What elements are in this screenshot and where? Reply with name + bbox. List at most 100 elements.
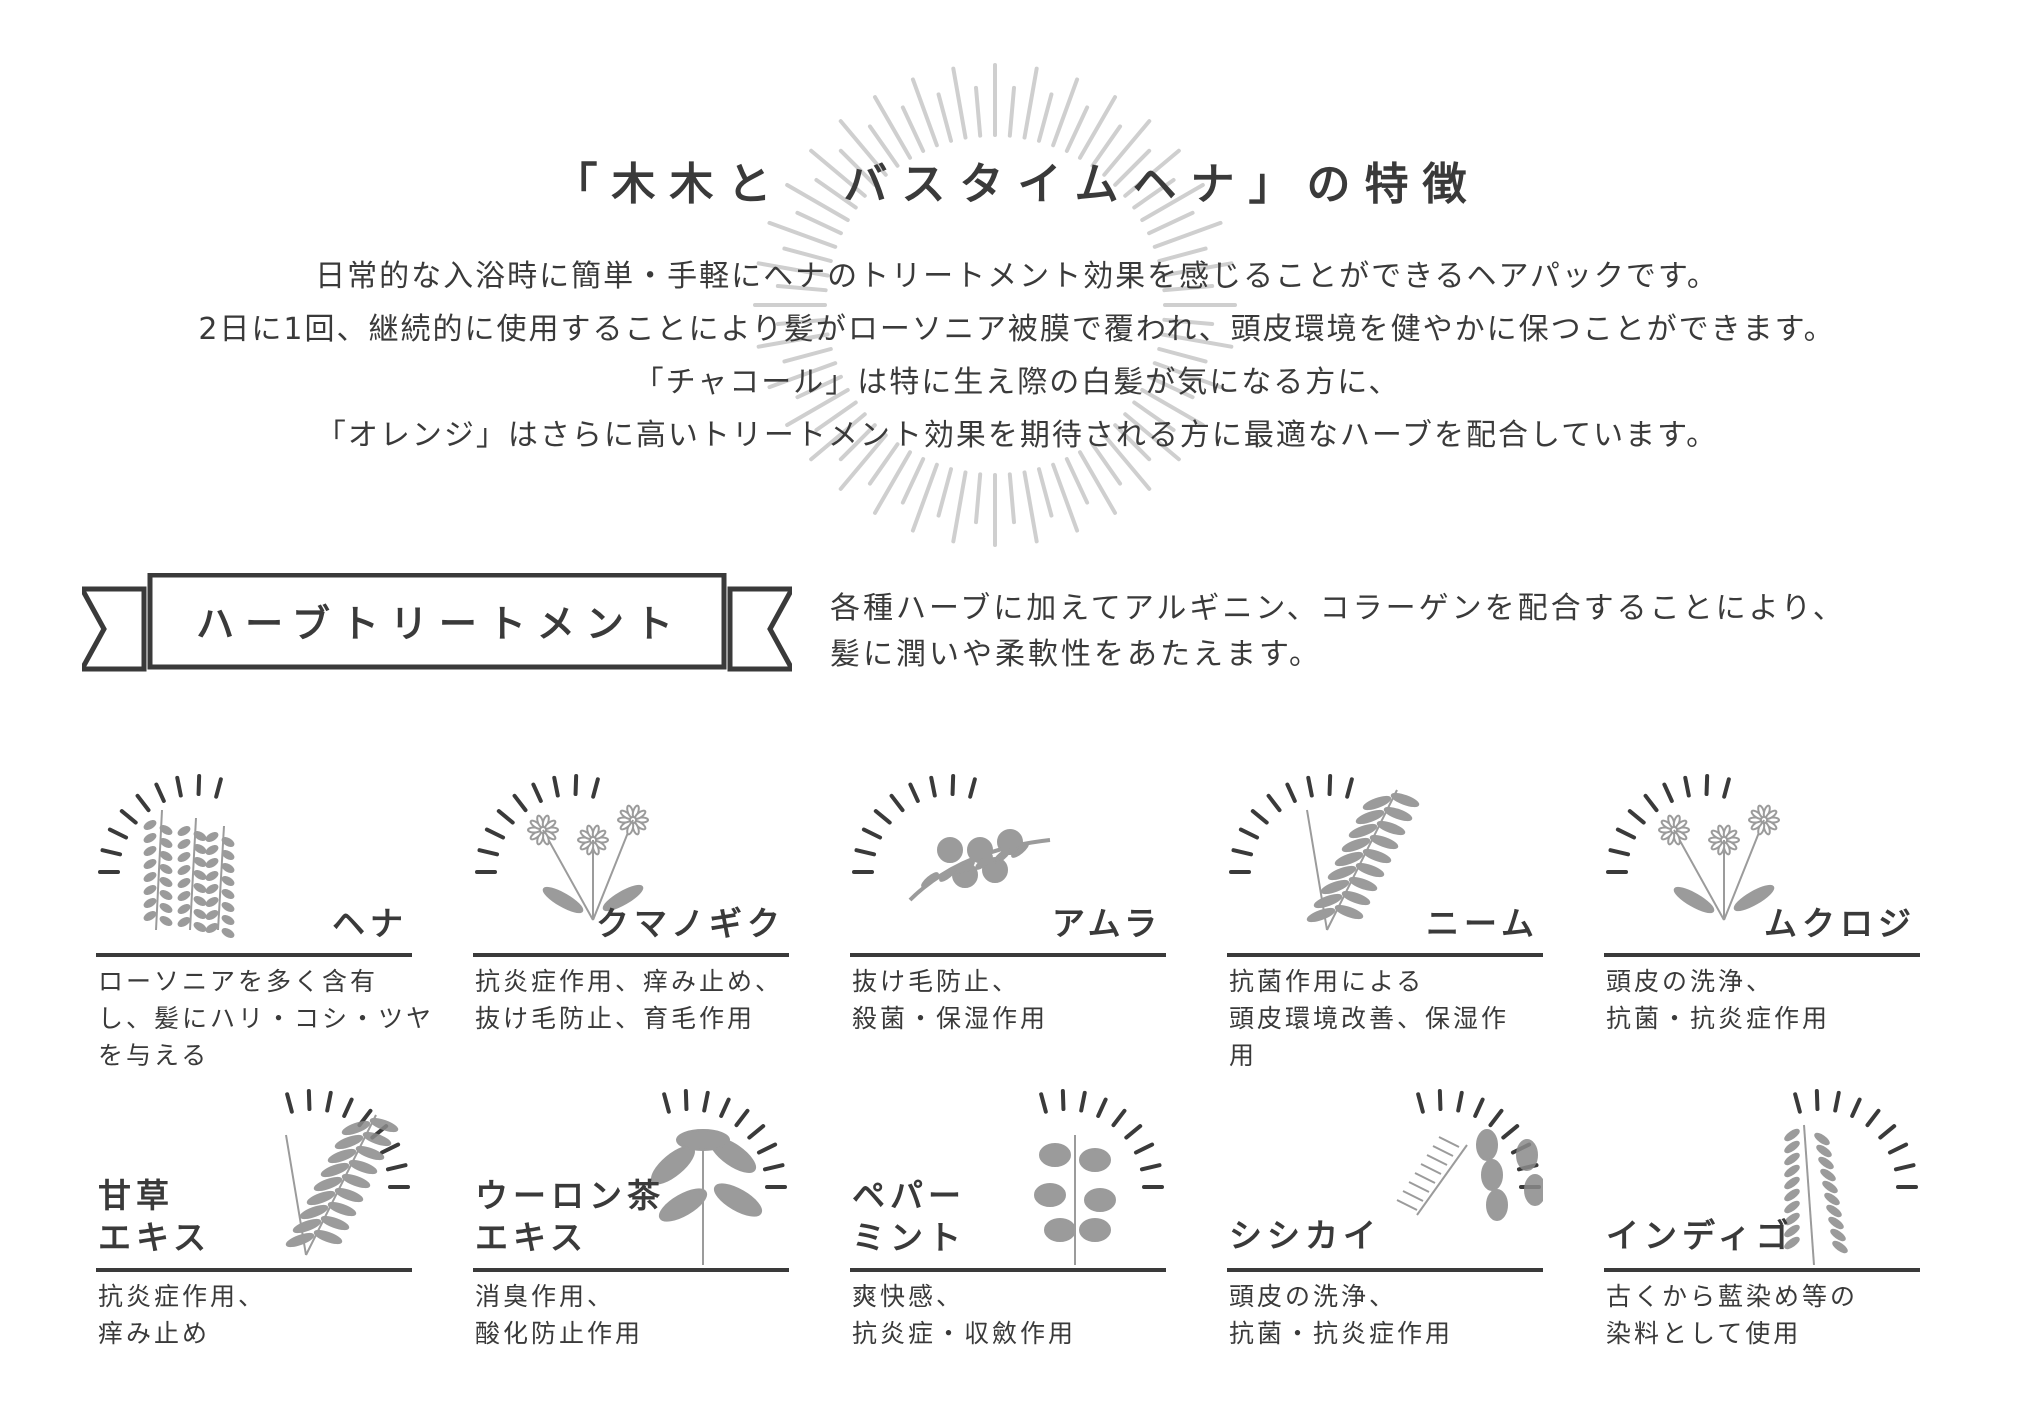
herb-description-line: 頭皮の洗浄、: [1606, 967, 1775, 996]
divider: [1227, 1268, 1543, 1272]
sunburst-rays: [98, 774, 223, 874]
intro-line: 「オレンジ」はさらに高いトリートメント効果を期待される方に最適なハーブを配合して…: [315, 418, 1719, 453]
divider: [1604, 1268, 1920, 1272]
herb-name: アムラ: [1051, 904, 1162, 943]
henna-plant-icon: [98, 774, 235, 938]
ribbon-banner: [82, 573, 792, 672]
indigo-plant-icon: [1784, 1089, 1918, 1265]
herb-description: 頭皮の洗浄、 抗菌・抗炎症作用: [1606, 963, 1922, 1037]
herb-name: インディゴ: [1606, 1215, 1794, 1257]
herb-name: シシカイ: [1229, 1215, 1381, 1257]
herb-name-line: 甘草: [98, 1176, 174, 1215]
intro-line: 日常的な入浴時に簡単・手軽にヘナのトリートメント効果を感じることができるヘアパッ…: [315, 259, 1719, 294]
sunburst-rays: [285, 1089, 410, 1189]
section-heading: ハーブトリートメント: [196, 601, 684, 646]
herb-description: 抗炎症作用、痒み止め、 抜け毛防止、育毛作用: [475, 963, 791, 1037]
herb-description-line: 抜け毛防止、: [852, 967, 1021, 996]
plant-sketch: [908, 829, 1051, 902]
plant-sketch: [1396, 1129, 1543, 1221]
herb-name: ウーロン茶 エキス: [475, 1175, 665, 1259]
herb-description: ローソニアを多く含有 し、髪にハリ・コシ・ツヤ を与える: [98, 963, 435, 1074]
plant-sketch: [1034, 1135, 1116, 1265]
herb-description-line: 抗炎症・収斂作用: [852, 1319, 1077, 1348]
herb-name-line: ウーロン茶: [475, 1176, 665, 1215]
sunburst-rays: [852, 774, 977, 874]
section-description-line: 髪に潤いや柔軟性をあたえます。: [830, 637, 1322, 672]
divider: [473, 953, 789, 957]
section-description: 各種ハーブに加えてアルギニン、コラーゲンを配合することにより、 髪に潤いや柔軟性…: [830, 586, 1846, 678]
divider: [1604, 953, 1920, 957]
plant-sketch: [1658, 804, 1780, 921]
herb-name: クマノギク: [595, 904, 785, 943]
sunburst-rays: [475, 774, 600, 874]
herb-description-line: 痒み止め: [98, 1319, 211, 1348]
herb-name-line: ミント: [852, 1218, 966, 1257]
herb-description-line: ローソニアを多く含有: [98, 967, 379, 996]
herb-description: 抗炎症作用、 痒み止め: [98, 1278, 414, 1352]
plant-sketch: [527, 804, 649, 921]
herb-name: ヘナ: [332, 904, 408, 943]
amla-fruit-icon: [852, 774, 1051, 902]
herb-description-line: 酸化防止作用: [475, 1319, 644, 1348]
herb-name: 甘草 エキス: [98, 1175, 211, 1259]
sunburst-rays: [1229, 774, 1354, 874]
sunburst-decoration: [753, 63, 1237, 547]
herb-description: 消臭作用、 酸化防止作用: [475, 1278, 791, 1352]
plant-sketch: [651, 1129, 763, 1265]
licorice-icon: [285, 1089, 410, 1256]
herb-description-line: 抗菌・抗炎症作用: [1229, 1319, 1454, 1348]
herb-description-line: 消臭作用、: [475, 1282, 616, 1311]
plant-sketch: [1784, 1124, 1848, 1265]
herb-description-line: 古くから藍染め等の: [1606, 1282, 1859, 1311]
herb-name: ペパー ミント: [852, 1175, 966, 1259]
herb-description-line: 抗菌・抗炎症作用: [1606, 1004, 1831, 1033]
divider: [473, 1268, 789, 1272]
neem-leaf-icon: [1229, 774, 1420, 931]
divider: [1227, 953, 1543, 957]
herb-name-line: シシカイ: [1229, 1216, 1381, 1255]
herb-name: ムクロジ: [1764, 904, 1916, 943]
herb-description-line: 爽快感、: [852, 1282, 965, 1311]
herb-description-line: 抜け毛防止、育毛作用: [475, 1004, 756, 1033]
herb-name: ニーム: [1425, 904, 1539, 943]
herb-description: 抗菌作用による 頭皮環境改善、保湿作 用: [1229, 963, 1545, 1074]
herb-description-line: 用: [1229, 1041, 1258, 1070]
herb-description: 爽快感、 抗炎症・収斂作用: [852, 1278, 1168, 1352]
section-description-line: 各種ハーブに加えてアルギニン、コラーゲンを配合することにより、: [830, 591, 1846, 626]
intro-line: 2日に1回、継続的に使用することにより髪がローソニア被膜で覆われ、頭皮環境を健や…: [198, 312, 1836, 347]
plant-sketch: [143, 809, 235, 938]
herb-description: 抜け毛防止、 殺菌・保湿作用: [852, 963, 1168, 1037]
herb-description-line: 抗菌作用による: [1229, 967, 1425, 996]
divider: [96, 953, 412, 957]
herb-name-line: エキス: [475, 1218, 589, 1257]
divider: [96, 1268, 412, 1272]
sunburst-rays: [1606, 774, 1731, 874]
herb-description-line: 染料として使用: [1606, 1319, 1802, 1348]
herb-description-line: 抗炎症作用、: [98, 1282, 267, 1311]
soapberry-icon: [1606, 774, 1780, 921]
sunburst-rays: [1039, 1089, 1164, 1189]
herb-description-line: し、髪にハリ・コシ・ツヤ: [98, 1004, 435, 1033]
herb-description-line: 殺菌・保湿作用: [852, 1004, 1049, 1033]
tea-leaf-icon: [651, 1089, 787, 1265]
divider: [850, 953, 1166, 957]
divider: [850, 1268, 1166, 1272]
herb-description: 頭皮の洗浄、 抗菌・抗炎症作用: [1229, 1278, 1545, 1352]
herb-description-line: 頭皮の洗浄、: [1229, 1282, 1398, 1311]
shikakai-pod-icon: [1396, 1089, 1543, 1221]
sunburst-rays: [662, 1089, 787, 1189]
herb-description-line: を与える: [98, 1041, 210, 1070]
herb-description-line: 抗炎症作用、痒み止め、: [475, 967, 784, 996]
herb-name-line: インディゴ: [1606, 1216, 1794, 1255]
daisy-icon: [475, 774, 649, 921]
peppermint-icon: [1034, 1089, 1164, 1265]
intro-line: 「チャコール」は特に生え際の白髪が気になる方に、: [633, 365, 1401, 400]
plant-sketch: [1306, 789, 1420, 931]
plant-sketch: [285, 1114, 399, 1256]
herb-name-line: ペパー: [852, 1176, 966, 1215]
herb-description: 古くから藍染め等の 染料として使用: [1606, 1278, 1922, 1352]
herb-description-line: 頭皮環境改善、保湿作: [1229, 1004, 1510, 1033]
herb-name-line: エキス: [98, 1218, 212, 1257]
intro-text: 日常的な入浴時に簡単・手軽にヘナのトリートメント効果を感じることができるヘアパッ…: [40, 250, 1994, 462]
page-title: 「木木と バスタイムヘナ」の特徴: [553, 159, 1481, 210]
